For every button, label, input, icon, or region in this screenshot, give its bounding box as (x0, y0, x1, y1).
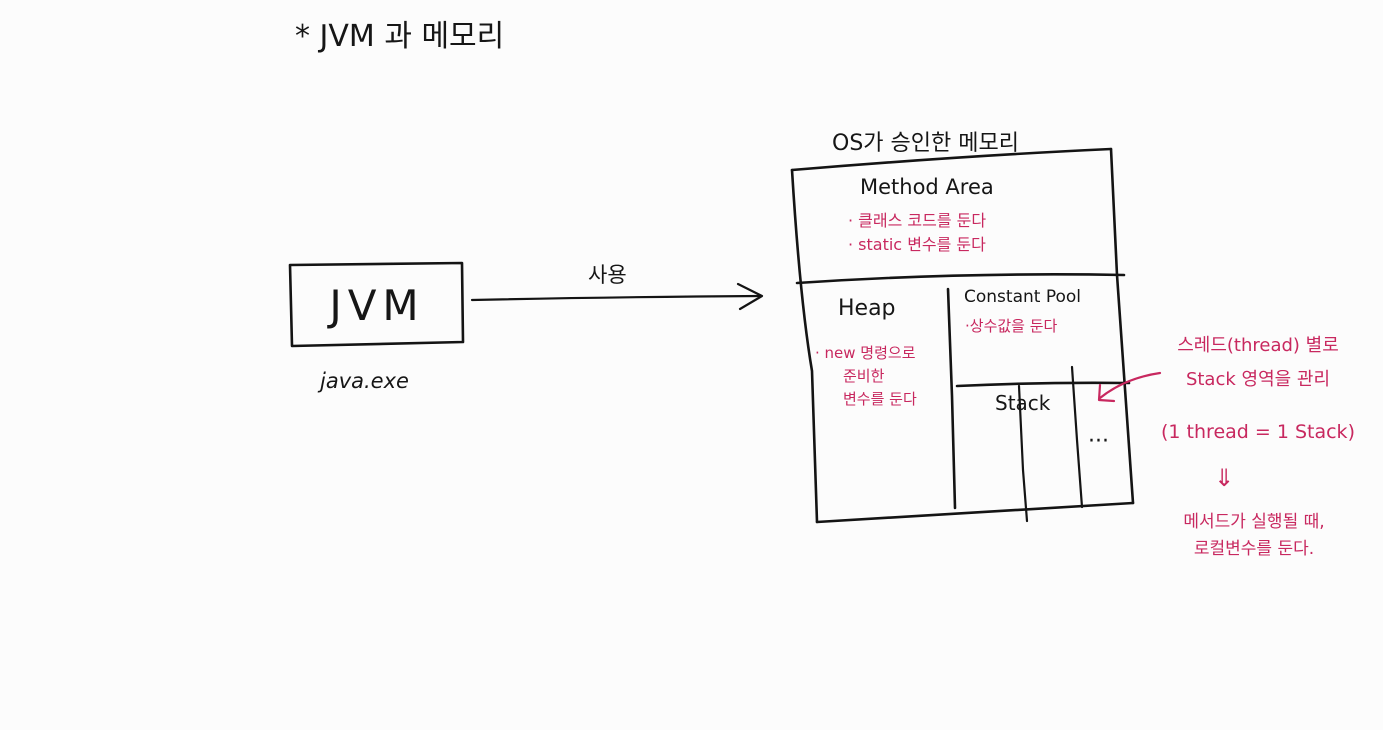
arrow-label: 사용 (588, 263, 627, 287)
stack-note-line-3: (1 thread = 1 Stack) (1161, 421, 1355, 443)
heap-note-2: 준비한 (843, 367, 885, 385)
heap-title: Heap (838, 296, 896, 321)
stack-title: Stack (995, 391, 1051, 415)
constant-pool-note: ·상수값을 둔다 (965, 317, 1058, 335)
jvm-label: JVM (326, 281, 424, 330)
method-area-title: Method Area (860, 175, 994, 199)
constant-pool-title: Constant Pool (964, 287, 1081, 307)
use-arrow (470, 282, 764, 311)
stack-callout-arrow (1097, 371, 1162, 403)
stack-note-line-2: Stack 영역을 관리 (1186, 369, 1330, 390)
stack-note-result-1: 메서드가 실행될 때, (1183, 512, 1324, 532)
jvm-box: JVM (288, 261, 465, 348)
heap-note-3: 변수를 둔다 (843, 390, 917, 408)
method-area-note-2: · static 변수를 둔다 (848, 235, 986, 254)
memory-title: OS가 승인한 메모리 (832, 131, 1019, 156)
memory-box (790, 147, 1135, 524)
stack-note-arrow: ⇓ (1214, 464, 1234, 492)
stack-note-line-1: 스레드(thread) 별로 (1177, 335, 1339, 356)
stack-note-result-2: 로컬변수를 둔다. (1194, 539, 1314, 559)
page-title: * JVM 과 메모리 (295, 19, 504, 54)
method-area-note-1: · 클래스 코드를 둔다 (848, 211, 986, 230)
stack-more: ··· (1088, 429, 1109, 454)
heap-note-1: · new 명령으로 (815, 344, 916, 362)
jvm-caption: java.exe (317, 369, 409, 393)
